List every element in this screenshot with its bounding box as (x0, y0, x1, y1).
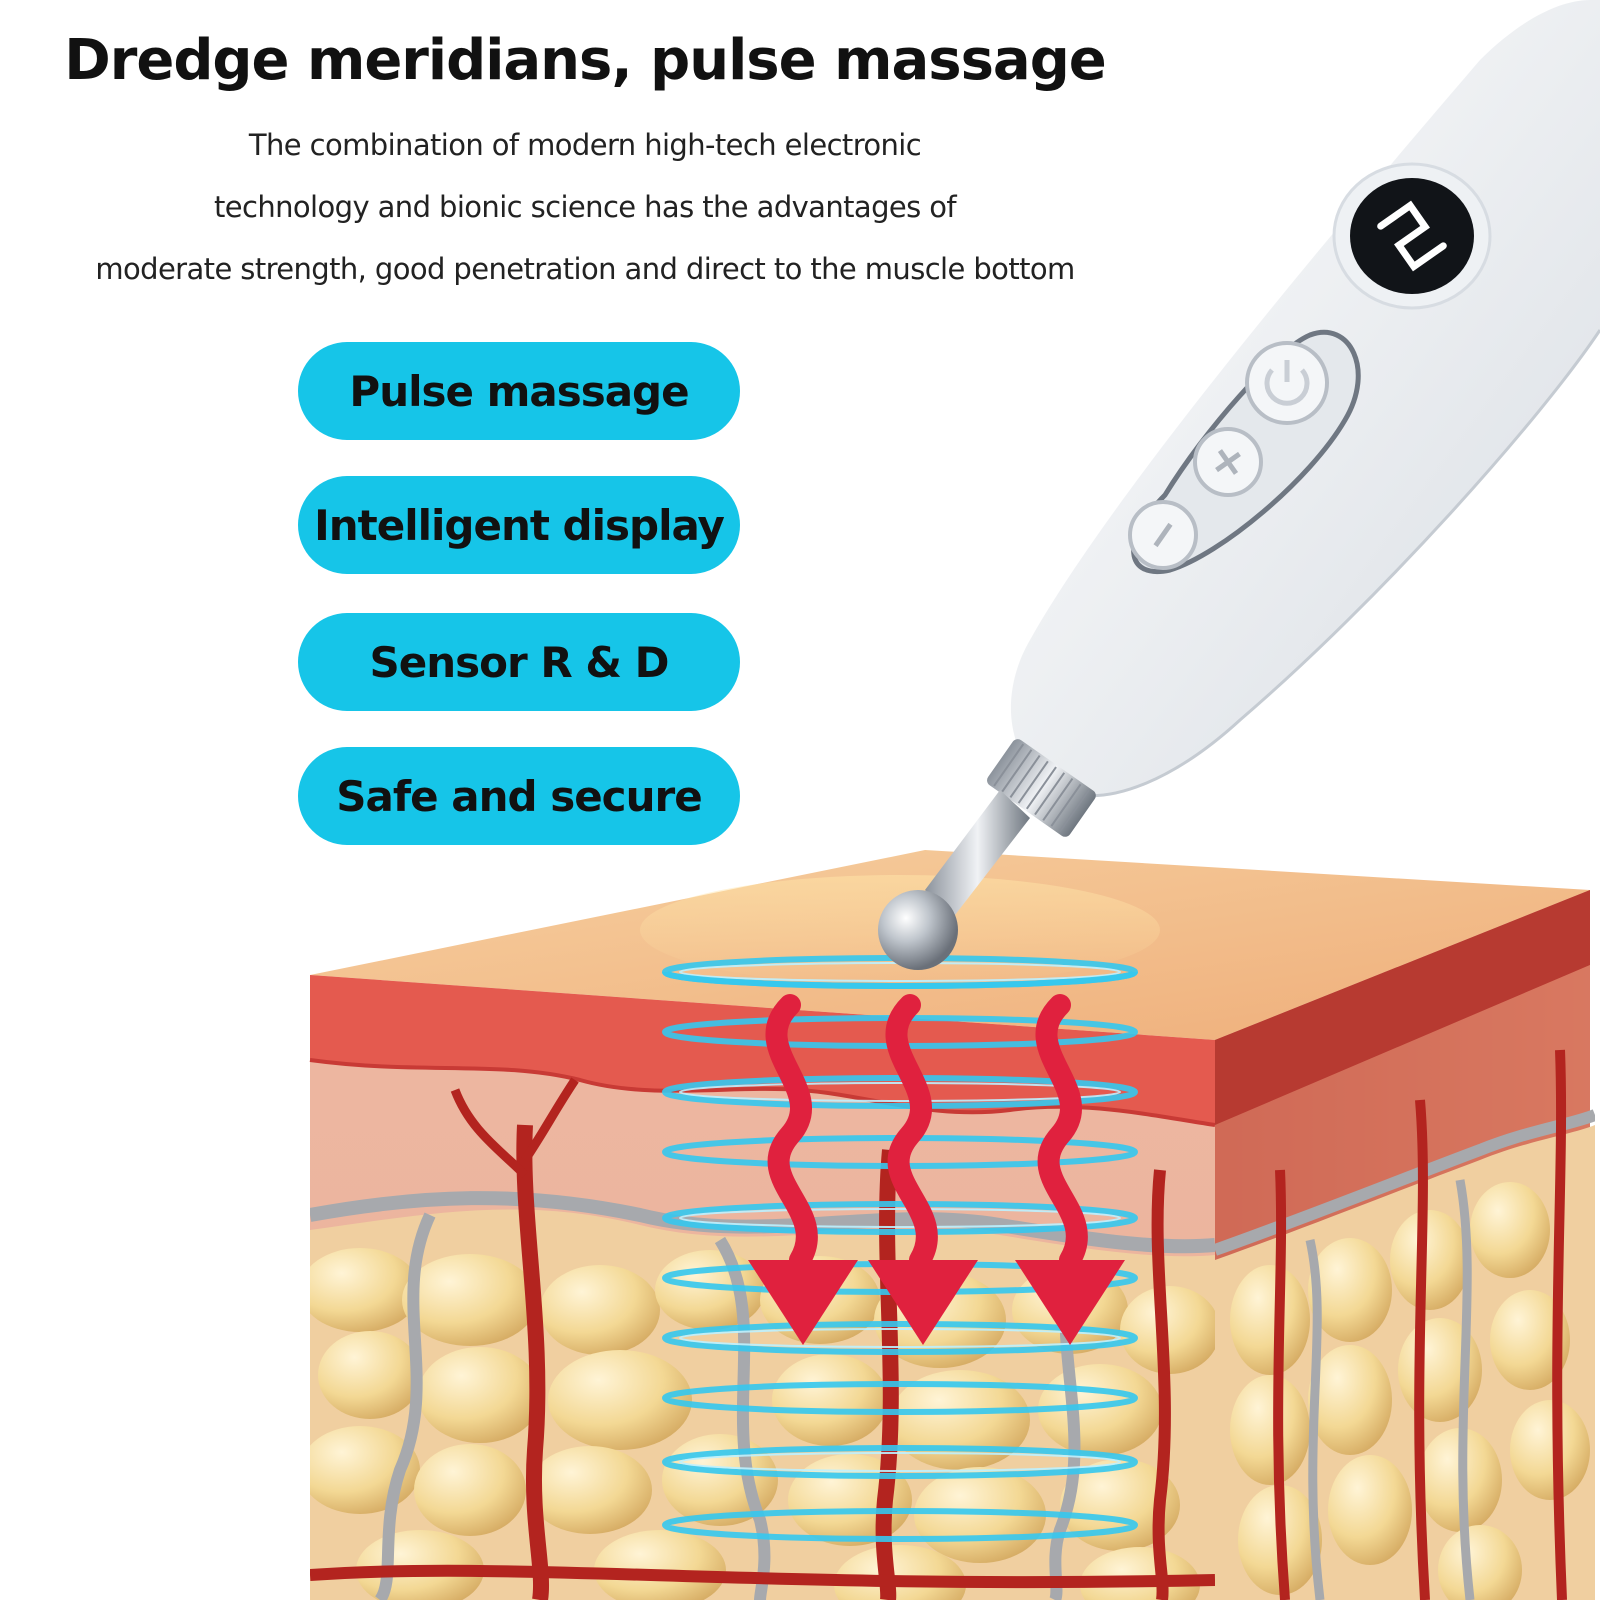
massage-ball-tip (878, 890, 958, 970)
feature-badge-pulse-massage: Pulse massage (298, 342, 740, 440)
display-number-icon (1377, 200, 1447, 272)
feature-badge-sensor-rd: Sensor R & D (298, 613, 740, 711)
plus-icon (1193, 427, 1263, 497)
feature-badge-intelligent-display: Intelligent display (298, 476, 740, 574)
description-line-3: moderate strength, good penetration and … (95, 252, 1075, 286)
minus-icon (1128, 500, 1198, 570)
description-line-2: technology and bionic science has the ad… (213, 190, 957, 224)
pulse-arrows (765, 994, 1088, 1271)
page-title: Dredge meridians, pulse massage (64, 28, 1107, 93)
power-icon (1245, 341, 1329, 425)
description-line-1: The combination of modern high-tech elec… (248, 128, 922, 162)
massage-pen (878, 0, 1600, 970)
feature-badge-safe-secure: Safe and secure (298, 747, 740, 845)
epidermis-front (310, 975, 1215, 1125)
